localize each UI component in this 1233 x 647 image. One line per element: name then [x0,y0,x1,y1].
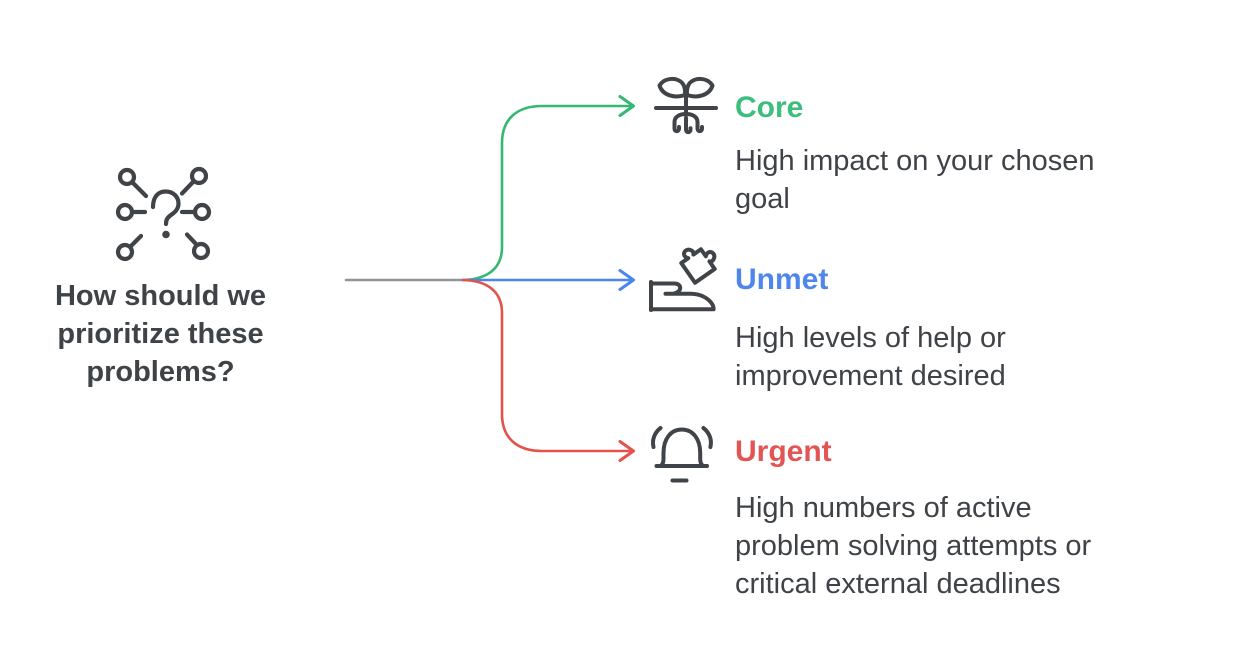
question-network-icon [115,166,212,262]
arrowhead-urgent [618,440,635,462]
seedling-icon [654,76,718,135]
branch-node-core[interactable] [650,72,722,138]
connector-unmet [461,269,635,291]
connector-urgent [461,278,635,462]
branch-description-urgent: High numbers of active problem solving a… [735,492,1092,600]
branch-description-unmet: High levels of help or improvement desir… [735,322,1006,392]
root-question-title: How should we prioritize these problems? [28,277,293,391]
root-title-line: prioritize these [57,318,264,350]
branch-description-core: High impact on your chosen goal [735,145,1095,215]
branch-node-unmet[interactable] [644,246,724,314]
connector-core [461,95,635,282]
root-title-line: problems? [86,356,235,388]
arrowhead-core [618,95,635,117]
root-title-line: How should we [54,280,267,312]
branch-label-unmet: Unmet [735,263,829,296]
branch-label-urgent: Urgent [735,435,832,468]
arrowhead-unmet [618,269,635,291]
alarm-bell-icon [651,426,713,483]
root-node[interactable] [105,155,225,270]
branch-label-core: Core [735,91,804,124]
hand-puzzle-icon [649,247,717,312]
branch-node-urgent[interactable] [646,420,718,486]
